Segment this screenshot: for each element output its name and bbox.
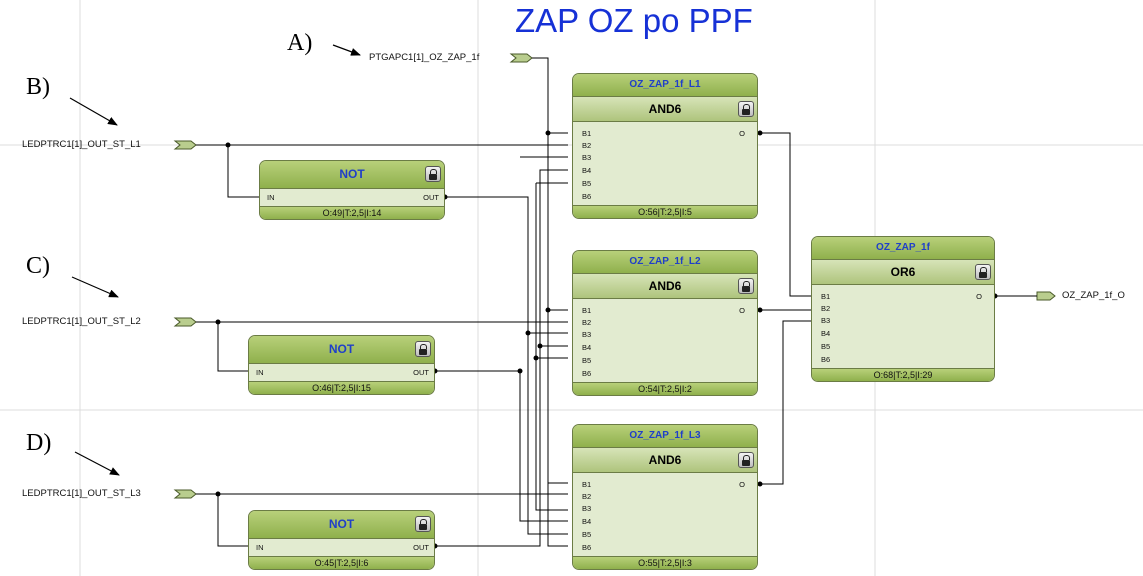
or-block-pin-b3: B3 — [821, 316, 831, 325]
not-block-2-in-pin: IN — [256, 368, 264, 377]
or-block-footer: O:68|T:2,5|I:29 — [812, 368, 994, 381]
and-block-l2-pin-b5: B5 — [582, 356, 592, 365]
and-block-l1-pin-b2: B2 — [582, 141, 592, 150]
connector-ptgapc — [509, 53, 533, 63]
marker-d: D) — [26, 430, 52, 456]
and-block-l1-pin-b6: B6 — [582, 192, 592, 201]
lock-icon[interactable] — [415, 341, 431, 357]
diagram-title: ZAP OZ po PPF — [515, 2, 753, 39]
arrow-a — [332, 44, 361, 56]
and-block-l3-pin-b5: B5 — [582, 530, 592, 539]
and-block-l3-footer: O:55|T:2,5|I:3 — [573, 556, 757, 569]
and-block-l3-name: OZ_ZAP_1f_L3 — [573, 425, 757, 448]
or-block-pin-b1: B1 — [821, 292, 831, 301]
and-block-l1-pin-b4: B4 — [582, 166, 592, 175]
not-block-1-in-pin: IN — [267, 193, 275, 202]
and-block-l2[interactable]: OZ_ZAP_1f_L2 AND6 B1 B2 B3 B4 B5 B6 O O:… — [572, 250, 758, 396]
connector-l1 — [173, 140, 197, 150]
and-block-l2-footer: O:54|T:2,5|I:2 — [573, 382, 757, 395]
connector-l3 — [173, 489, 197, 499]
or-block[interactable]: OZ_ZAP_1f OR6 B1 B2 B3 B4 B5 B6 O O:68|T… — [811, 236, 995, 382]
and-block-l2-out-pin: O — [739, 306, 745, 315]
and-block-l3-pin-b1: B1 — [582, 480, 592, 489]
or-block-name: OZ_ZAP_1f — [812, 237, 994, 260]
and-block-l2-pin-b1: B1 — [582, 306, 592, 315]
and-block-l2-pin-b4: B4 — [582, 343, 592, 352]
not-block-2-footer: O:46|T:2,5|I:15 — [249, 381, 434, 394]
arrow-d — [74, 451, 120, 476]
not-block-1-footer: O:49|T:2,5|I:14 — [260, 206, 444, 219]
lock-icon[interactable] — [738, 101, 754, 117]
arrow-b — [69, 97, 118, 126]
and-block-l2-pin-b3: B3 — [582, 330, 592, 339]
and-block-l2-name: OZ_ZAP_1f_L2 — [573, 251, 757, 274]
not-block-3-type: NOT — [249, 511, 434, 539]
not-block-1-out-pin: OUT — [423, 193, 439, 202]
lock-icon[interactable] — [738, 278, 754, 294]
not-block-2-out-pin: OUT — [413, 368, 429, 377]
marker-a: A) — [287, 30, 313, 56]
signal-l2: LEDPTRC1[1]_OUT_ST_L2 — [22, 316, 141, 327]
lock-icon[interactable] — [415, 516, 431, 532]
connector-glyphs — [173, 53, 1056, 499]
not-block-3-footer: O:45|T:2,5|I:6 — [249, 556, 434, 569]
and-block-l2-type: AND6 — [573, 274, 757, 299]
lock-icon[interactable] — [975, 264, 991, 280]
not-block-3-in-pin: IN — [256, 543, 264, 552]
or-block-pin-b6: B6 — [821, 355, 831, 364]
marker-b: B) — [26, 74, 50, 100]
lock-icon[interactable] — [738, 452, 754, 468]
not-block-2-type: NOT — [249, 336, 434, 364]
or-block-pin-b2: B2 — [821, 304, 831, 313]
arrow-c — [71, 276, 119, 298]
connector-l2 — [173, 317, 197, 327]
or-block-pin-b4: B4 — [821, 329, 831, 338]
signal-output: OZ_ZAP_1f_O — [1062, 290, 1125, 301]
and-block-l1-type: AND6 — [573, 97, 757, 122]
and-block-l1[interactable]: OZ_ZAP_1f_L1 AND6 B1 B2 B3 B4 B5 B6 O O:… — [572, 73, 758, 219]
and-block-l2-pin-b2: B2 — [582, 318, 592, 327]
and-block-l3[interactable]: OZ_ZAP_1f_L3 AND6 B1 B2 B3 B4 B5 B6 O O:… — [572, 424, 758, 570]
not-block-1[interactable]: NOT IN OUT O:49|T:2,5|I:14 — [259, 160, 445, 220]
annotation-arrows — [69, 44, 361, 476]
and-block-l2-pin-b6: B6 — [582, 369, 592, 378]
and-block-l1-name: OZ_ZAP_1f_L1 — [573, 74, 757, 97]
and-block-l3-pin-b6: B6 — [582, 543, 592, 552]
and-block-l1-out-pin: O — [739, 129, 745, 138]
lock-icon[interactable] — [425, 166, 441, 182]
not-block-3[interactable]: NOT IN OUT O:45|T:2,5|I:6 — [248, 510, 435, 570]
not-block-2[interactable]: NOT IN OUT O:46|T:2,5|I:15 — [248, 335, 435, 395]
or-block-out-pin: O — [976, 292, 982, 301]
and-block-l1-pin-b3: B3 — [582, 153, 592, 162]
or-block-pin-b5: B5 — [821, 342, 831, 351]
marker-c: C) — [26, 253, 50, 279]
and-block-l3-type: AND6 — [573, 448, 757, 473]
connector-output — [1036, 291, 1056, 301]
or-block-type: OR6 — [812, 260, 994, 285]
signal-ptgapc: PTGAPC1[1]_OZ_ZAP_1f — [369, 52, 480, 63]
signal-l3: LEDPTRC1[1]_OUT_ST_L3 — [22, 488, 141, 499]
not-block-1-type: NOT — [260, 161, 444, 189]
and-block-l3-out-pin: O — [739, 480, 745, 489]
signal-l1: LEDPTRC1[1]_OUT_ST_L1 — [22, 139, 141, 150]
and-block-l1-pin-b1: B1 — [582, 129, 592, 138]
and-block-l3-pin-b2: B2 — [582, 492, 592, 501]
and-block-l1-pin-b5: B5 — [582, 179, 592, 188]
and-block-l1-footer: O:56|T:2,5|I:5 — [573, 205, 757, 218]
not-block-3-out-pin: OUT — [413, 543, 429, 552]
and-block-l3-pin-b4: B4 — [582, 517, 592, 526]
and-block-l3-pin-b3: B3 — [582, 504, 592, 513]
